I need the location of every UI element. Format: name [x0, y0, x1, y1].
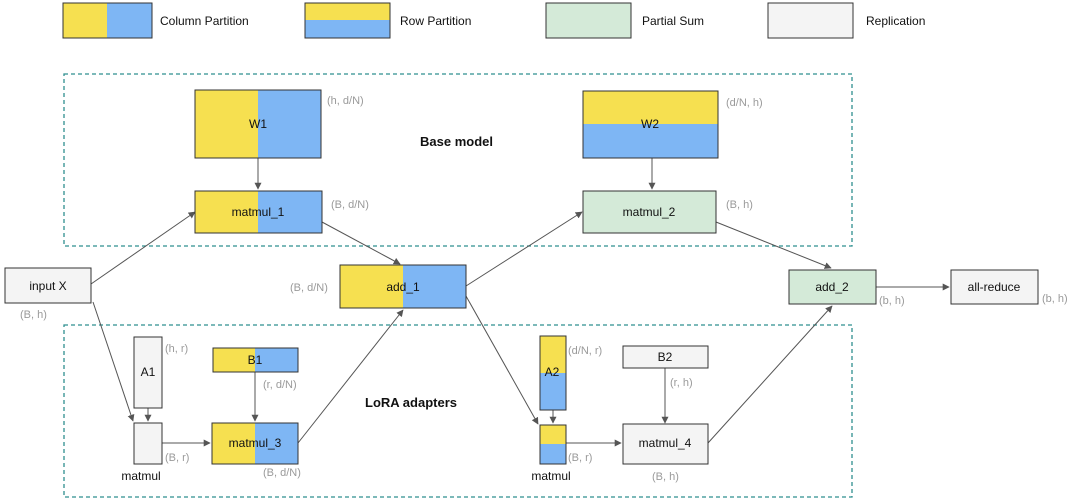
- node-matmul-1-label: matmul_1: [232, 205, 285, 219]
- base-model-region: [63, 73, 853, 247]
- node-matmul-lora-1-label: matmul: [121, 469, 160, 483]
- legend-column-partition-label: Column Partition: [160, 14, 249, 28]
- edge-matmul1-to-add1: [321, 221, 401, 265]
- node-add-2-label: add_2: [815, 280, 849, 294]
- node-b2: B2 (r, h): [622, 345, 709, 389]
- node-add-2: add_2 (b, h): [788, 269, 905, 307]
- node-matmul-3: matmul_3 (B, d/N): [211, 422, 301, 479]
- legend-replication: Replication: [767, 2, 925, 39]
- node-all-reduce: all-reduce (b, h): [950, 269, 1068, 305]
- node-matmul-lora-1: matmul (B, r): [121, 422, 189, 483]
- node-all-reduce-shape: (b, h): [1042, 293, 1068, 305]
- lora-adapters-region: [63, 324, 853, 498]
- node-add-2-shape: (b, h): [879, 295, 905, 307]
- node-a1-label: A1: [141, 365, 156, 379]
- legend-partial-sum: Partial Sum: [545, 2, 704, 39]
- node-matmul-lora-1-shape: (B, r): [165, 452, 189, 464]
- node-matmul-lora-2-label: matmul: [531, 469, 570, 483]
- node-matmul-lora-2-shape: (B, r): [568, 452, 592, 464]
- legend-replication-label: Replication: [866, 14, 925, 28]
- node-w2: W2 (d/N, h): [582, 90, 763, 159]
- edge-add1-to-matmul-lora2: [465, 295, 539, 425]
- node-b1: B1 (r, d/N): [212, 347, 299, 391]
- edges: [90, 158, 950, 447]
- edge-matmul3-to-add1: [297, 309, 404, 444]
- node-a2-label: A2: [545, 365, 560, 379]
- node-matmul-1-shape: (B, d/N): [331, 199, 369, 211]
- legend-row-partition-label: Row Partition: [400, 14, 471, 28]
- edge-matmul2-to-add2: [715, 221, 832, 269]
- node-input-x: input X (B, h): [4, 267, 92, 321]
- node-w1: W1 (h, d/N): [194, 89, 364, 159]
- node-a2: A2 (d/N, r): [539, 335, 602, 411]
- legend: Column Partition Row Partition Partial S…: [62, 2, 925, 39]
- node-w1-shape: (h, d/N): [327, 95, 364, 107]
- node-a1: A1 (h, r): [133, 336, 188, 409]
- node-w1-label: W1: [249, 117, 267, 131]
- node-add-1: add_1 (B, d/N): [290, 264, 467, 309]
- edge-input-to-matmul1: [90, 211, 196, 285]
- node-w2-shape: (d/N, h): [726, 97, 763, 109]
- node-a1-shape: (h, r): [165, 343, 188, 355]
- legend-partial-sum-label: Partial Sum: [642, 14, 704, 28]
- node-add-1-shape: (B, d/N): [290, 282, 328, 294]
- node-input-x-label: input X: [29, 279, 66, 293]
- legend-column-partition: Column Partition: [62, 2, 249, 39]
- node-b2-shape: (r, h): [670, 377, 693, 389]
- node-matmul-2: matmul_2 (B, h): [582, 190, 753, 234]
- node-all-reduce-label: all-reduce: [968, 280, 1021, 294]
- node-matmul-2-shape: (B, h): [726, 199, 753, 211]
- node-b1-shape: (r, d/N): [263, 379, 297, 391]
- base-model-title: Base model: [420, 134, 493, 149]
- node-add-1-label: add_1: [386, 280, 420, 294]
- node-b2-label: B2: [658, 350, 673, 364]
- edge-matmul4-to-add2: [707, 305, 833, 444]
- lora-adapters-title: LoRA adapters: [365, 395, 457, 410]
- node-matmul-2-label: matmul_2: [623, 205, 676, 219]
- node-b1-label: B1: [248, 353, 263, 367]
- node-matmul-3-label: matmul_3: [229, 436, 282, 450]
- node-matmul-3-shape: (B, d/N): [263, 467, 301, 479]
- node-matmul-4-shape: (B, h): [652, 471, 679, 483]
- legend-row-partition: Row Partition: [304, 2, 471, 39]
- node-matmul-4: matmul_4 (B, h): [622, 423, 709, 483]
- node-matmul-1: matmul_1 (B, d/N): [194, 190, 369, 234]
- node-matmul-lora-2: matmul (B, r): [531, 424, 592, 483]
- edge-input-to-matmul: [92, 301, 135, 422]
- node-w2-label: W2: [641, 117, 659, 131]
- node-a2-shape: (d/N, r): [568, 345, 602, 357]
- node-matmul-4-label: matmul_4: [639, 436, 692, 450]
- edge-add1-to-matmul2: [465, 211, 583, 287]
- node-input-x-shape: (B, h): [20, 309, 47, 321]
